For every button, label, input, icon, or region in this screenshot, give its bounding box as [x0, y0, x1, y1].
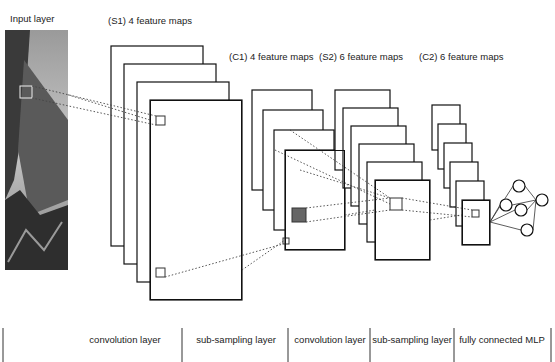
layer-type-label: sub-sampling layer	[196, 334, 276, 346]
feature-map	[375, 180, 430, 260]
receptive-field	[156, 268, 165, 277]
mlp-neurons	[500, 180, 548, 236]
feature-map-group: (S2) 6 feature maps	[375, 180, 430, 260]
layer-type-label: sub-sampling layer	[372, 334, 452, 346]
feature-map-stack	[432, 105, 490, 245]
mlp-link	[533, 200, 536, 230]
receptive-field	[20, 86, 32, 98]
receptive-field	[390, 198, 402, 210]
layer-type-label: fully connected MLP	[459, 334, 545, 346]
neuron	[536, 194, 548, 206]
layer-heading: Input layer	[10, 13, 54, 25]
projection-connector	[68, 95, 150, 120]
projection-connector	[242, 240, 285, 270]
section-tick	[454, 328, 455, 362]
mlp-link	[527, 200, 536, 210]
mlp-link	[525, 186, 536, 200]
mlp-links	[490, 186, 536, 230]
feature-map	[150, 100, 242, 300]
layer-heading: (C1) 4 feature maps	[229, 51, 313, 63]
photo-branch	[8, 222, 62, 262]
mlp-link	[490, 210, 515, 222]
section-ticks	[3, 328, 551, 362]
receptive-field	[156, 116, 165, 125]
layer-heading: (S2) 6 feature maps	[319, 51, 403, 63]
projection-line	[306, 210, 390, 222]
feature-map-stack	[335, 90, 430, 260]
feature-map-group: (C2) 6 feature maps	[462, 200, 490, 245]
projection-line	[300, 170, 390, 198]
photo-roof	[18, 60, 68, 215]
layer-heading: (S1) 4 feature maps	[108, 15, 192, 27]
receptive-field	[292, 208, 306, 222]
projection-line	[165, 244, 283, 277]
neuron	[521, 224, 533, 236]
feature-map-group: (C1) 4 feature maps	[285, 150, 345, 250]
section-tick	[3, 328, 4, 362]
feature-map-stack	[111, 46, 242, 300]
input-layer: Input layer	[5, 30, 68, 270]
photo-ground	[5, 30, 68, 270]
feature-map-stack	[252, 90, 345, 250]
feature-map-group: (S1) 4 feature maps	[150, 100, 242, 300]
section-tick	[288, 328, 289, 362]
mlp-link	[490, 222, 521, 230]
projection-line	[32, 98, 156, 125]
neuron	[500, 199, 512, 211]
projection-lines	[32, 86, 472, 277]
layer-heading: (C2) 6 feature maps	[419, 51, 503, 63]
input-image	[5, 30, 68, 270]
neuron	[513, 180, 525, 192]
projection-connector	[430, 215, 462, 220]
receptive-field	[283, 238, 289, 244]
section-tick	[370, 328, 371, 362]
photo-tree	[5, 190, 68, 270]
neuron	[515, 204, 527, 216]
projection-line	[275, 150, 390, 204]
feature-map	[462, 200, 490, 245]
projection-connector	[345, 210, 375, 215]
layer-type-label: convolution layer	[89, 334, 160, 346]
receptive-field	[472, 210, 479, 217]
projection-line	[306, 198, 390, 208]
receptive-fields	[156, 116, 479, 277]
section-tick	[182, 328, 183, 362]
layer-type-label: convolution layer	[294, 334, 365, 346]
section-tick	[551, 328, 552, 362]
